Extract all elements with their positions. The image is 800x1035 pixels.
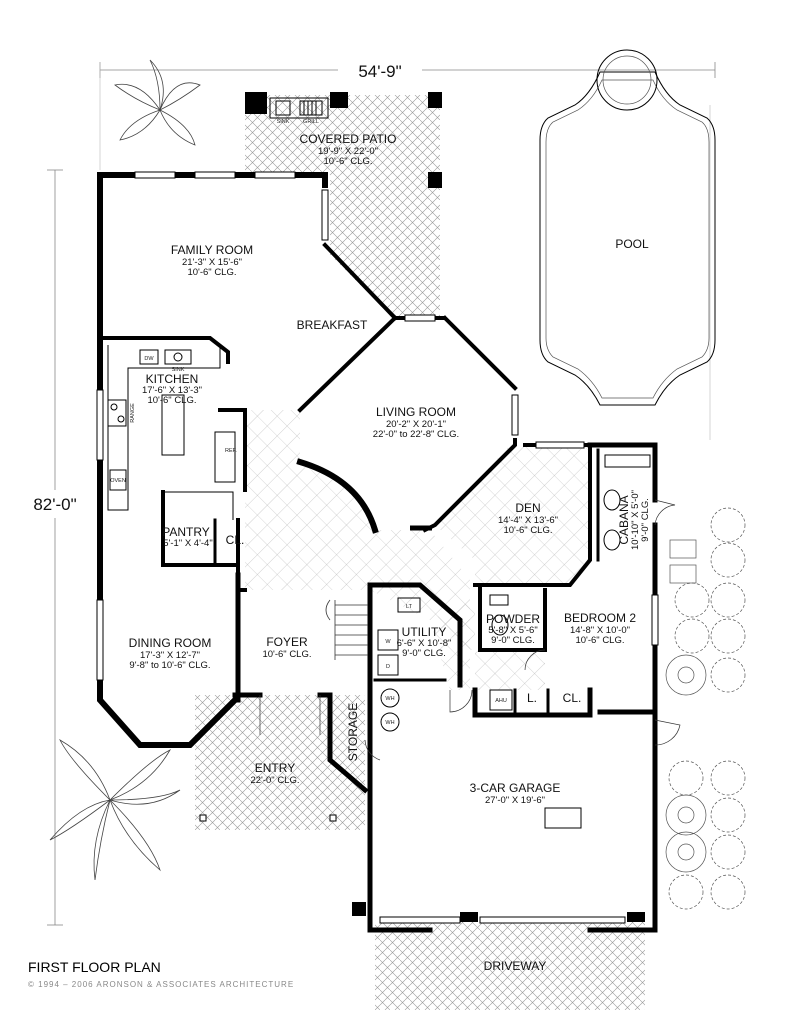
dishwasher-label: DW bbox=[144, 356, 154, 362]
covered-patio-ceiling: 10'-6" CLG. bbox=[323, 156, 372, 167]
den-tile bbox=[435, 445, 590, 585]
bedroom-2-ceiling: 10'-6" CLG. bbox=[575, 635, 624, 646]
utility-size: 6'-6" X 10'-8" bbox=[397, 638, 452, 649]
depth-dimension-label: 82'-0" bbox=[33, 495, 76, 514]
pool bbox=[539, 49, 716, 406]
pantry-size: 5'-1" X 4'-4" bbox=[163, 538, 212, 549]
garage-name: 3-CAR GARAGE bbox=[470, 781, 561, 795]
den-name: DEN bbox=[515, 501, 540, 515]
driveway-floor bbox=[375, 920, 645, 1010]
living-room-name: LIVING ROOM bbox=[376, 405, 456, 419]
bedroom-2-size: 14'-8" X 10'-0" bbox=[570, 625, 630, 636]
ahu-label: AHU bbox=[495, 698, 507, 704]
den-ceiling: 10'-6" CLG. bbox=[503, 525, 552, 536]
fixture-labels: SINK GRILL DW SINK RANGE OVEN REF. LT W … bbox=[110, 119, 581, 726]
grill-label: GRILL bbox=[303, 119, 319, 125]
laundry-tub-label: LT bbox=[406, 604, 413, 610]
closet-label: CL. bbox=[563, 691, 582, 705]
door-swings bbox=[259, 499, 681, 761]
linen-closet-label: L. bbox=[527, 691, 537, 705]
dining-room-name: DINING ROOM bbox=[129, 636, 212, 650]
windows bbox=[96, 171, 659, 924]
room-labels: COVERED PATIO 19'-9" X 22'-0" 10'-6" CLG… bbox=[129, 132, 651, 973]
breakfast-name: BREAKFAST bbox=[297, 318, 368, 332]
walls bbox=[97, 92, 658, 933]
shrubs-right bbox=[665, 507, 746, 910]
entry-ceiling: 22'-0" CLG. bbox=[250, 775, 299, 786]
patio-sink-label: SINK bbox=[277, 119, 290, 125]
covered-patio-name: COVERED PATIO bbox=[300, 132, 397, 146]
bedroom-2-name: BEDROOM 2 bbox=[564, 611, 636, 625]
washer-label: W bbox=[385, 639, 391, 645]
width-dimension-label: 54'-9" bbox=[358, 62, 401, 81]
utility-fixtures bbox=[377, 454, 651, 829]
den-size: 14'-4" X 13'-6" bbox=[498, 515, 558, 526]
stairs bbox=[325, 599, 368, 660]
family-room-ceiling: 10'-6" CLG. bbox=[187, 267, 236, 278]
storage-name: STORAGE bbox=[346, 703, 360, 761]
covered-patio-size: 19'-9" X 22'-0" bbox=[318, 146, 378, 157]
dryer-label: D bbox=[386, 664, 390, 670]
entry-posts bbox=[199, 814, 337, 822]
powder-ceiling: 9'-0" CLG. bbox=[491, 635, 535, 646]
cabana-size: 10'-10" X 5'-0" bbox=[630, 490, 641, 550]
pantry-name: PANTRY bbox=[162, 525, 210, 539]
copyright-notice: © 1994 – 2006 ARONSON & ASSOCIATES ARCHI… bbox=[28, 980, 294, 989]
pool-label: POOL bbox=[615, 237, 649, 251]
water-heater-2-label: WH bbox=[385, 720, 394, 726]
foyer-ceiling: 10'-6" CLG. bbox=[262, 649, 311, 660]
family-room-name: FAMILY ROOM bbox=[171, 243, 253, 257]
foyer-name: FOYER bbox=[266, 635, 308, 649]
cabana-ceiling: 9'-0" CLG. bbox=[640, 498, 651, 542]
plan-title: FIRST FLOOR PLAN bbox=[28, 959, 161, 975]
family-room-size: 21'-3" X 15'-6" bbox=[182, 257, 242, 268]
kitchen-size: 17'-6" X 13'-3" bbox=[142, 385, 202, 396]
pantry-closet-label: CL. bbox=[226, 533, 245, 547]
powder-size: 5'-8" X 5'-6" bbox=[488, 625, 537, 636]
utility-ceiling: 9'-0" CLG. bbox=[402, 648, 446, 659]
kitchen-ceiling: 10'-6" CLG. bbox=[147, 395, 196, 406]
cabana-name: CABANA bbox=[617, 495, 631, 544]
utility-name: UTILITY bbox=[402, 625, 447, 639]
garage-size: 27'-0" X 19'-6" bbox=[485, 795, 545, 806]
kitchen-sink-label: SINK bbox=[172, 367, 185, 373]
plant-bottom-left bbox=[49, 738, 181, 881]
range-label: RANGE bbox=[130, 403, 136, 423]
kitchen-name: KITCHEN bbox=[146, 372, 199, 386]
plant-top-left bbox=[114, 59, 201, 146]
kitchen-counters bbox=[107, 345, 236, 520]
patio-fixtures bbox=[269, 97, 329, 119]
water-heater-1-label: WH bbox=[385, 696, 394, 702]
driveway-name: DRIVEWAY bbox=[484, 959, 547, 973]
dining-room-size: 17'-3" X 12'-7" bbox=[140, 650, 200, 661]
entry-name: ENTRY bbox=[255, 761, 295, 775]
powder-name: POWDER bbox=[486, 612, 540, 626]
oven-label: OVEN bbox=[110, 478, 126, 484]
covered-patio-floor bbox=[245, 95, 440, 320]
living-room-size: 20'-2" X 20'-1" bbox=[386, 419, 446, 430]
refrigerator-label: REF. bbox=[225, 448, 237, 454]
dining-room-ceiling: 9'-8" to 10'-6" CLG. bbox=[129, 660, 210, 671]
living-room-ceiling: 22'-0" to 22'-8" CLG. bbox=[373, 429, 459, 440]
foyer-tile bbox=[245, 410, 470, 690]
